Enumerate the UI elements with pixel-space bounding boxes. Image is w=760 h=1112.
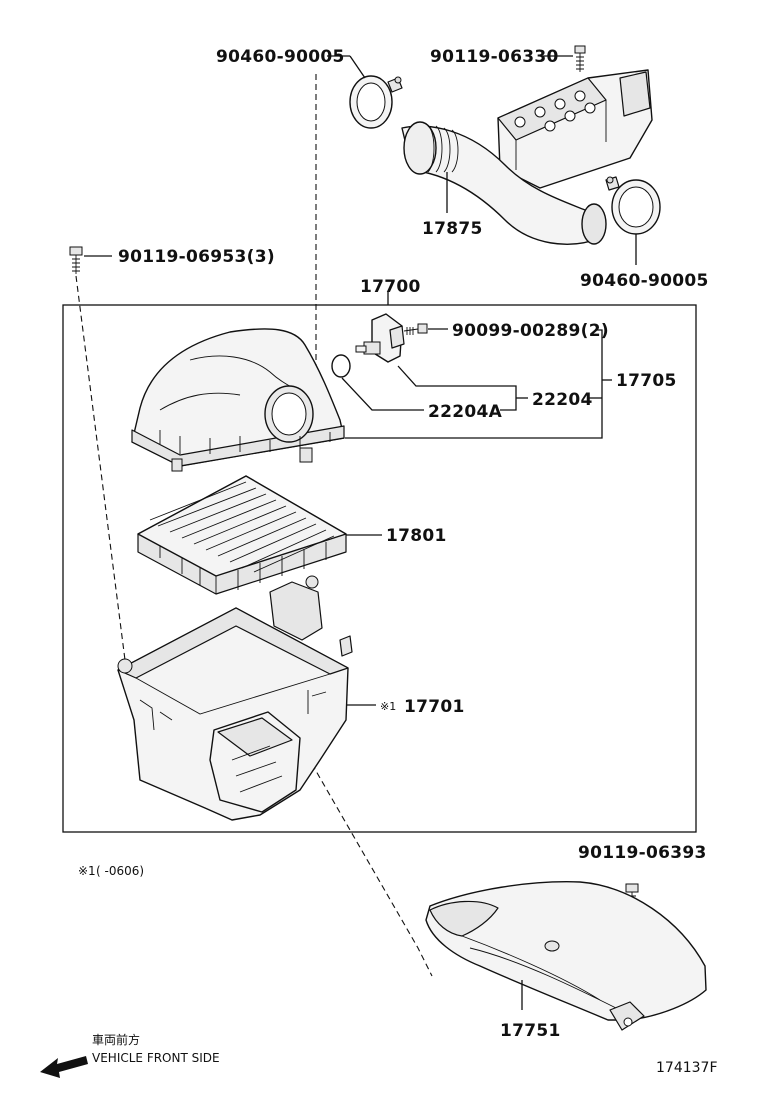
inlet-duct-illustration bbox=[425, 881, 707, 1031]
label-hose[interactable]: 17875 bbox=[422, 219, 483, 239]
label-gasket[interactable]: 22204A bbox=[428, 402, 503, 422]
label-cap-assy[interactable]: 17705 bbox=[616, 371, 677, 391]
bolt-left-illustration bbox=[69, 246, 83, 274]
footnote-mark: ※1 bbox=[78, 864, 96, 878]
group-frame bbox=[62, 304, 697, 833]
label-17700[interactable]: 17700 bbox=[360, 277, 421, 297]
direction-label-en: VEHICLE FRONT SIDE bbox=[92, 1051, 220, 1065]
label-bolt-top[interactable]: 90119-06330 bbox=[430, 47, 559, 67]
label-case[interactable]: 17701 bbox=[404, 697, 465, 717]
label-bolt-left[interactable]: 90119-06953(3) bbox=[118, 247, 275, 267]
clamp-right-illustration bbox=[605, 176, 661, 235]
bolt-top-illustration bbox=[574, 45, 586, 72]
vehicle-front-arrow-icon bbox=[40, 1056, 88, 1078]
label-case-mark[interactable]: ※1 bbox=[380, 700, 396, 713]
label-clamp-top[interactable]: 90460-90005 bbox=[216, 47, 345, 67]
sensor-illustration bbox=[355, 313, 405, 363]
cleaner-cap-illustration bbox=[131, 328, 345, 472]
label-sensor[interactable]: 22204 bbox=[532, 390, 593, 410]
filter-element-illustration bbox=[137, 475, 347, 595]
cleaner-case-illustration bbox=[117, 575, 353, 821]
intake-hose-illustration bbox=[401, 69, 653, 245]
label-duct[interactable]: 17751 bbox=[500, 1021, 561, 1041]
screw-sensor-illustration bbox=[403, 323, 428, 335]
label-screw-sensor[interactable]: 90099-00289(2) bbox=[452, 321, 609, 341]
direction-label-jp: 車両前方 bbox=[92, 1032, 140, 1047]
label-bolt-bottom[interactable]: 90119-06393 bbox=[578, 843, 707, 863]
diagram-id: 174137F bbox=[656, 1060, 718, 1076]
footnote-text: ( -0606) bbox=[96, 864, 144, 878]
clamp-top-illustration bbox=[349, 75, 403, 129]
gasket-illustration bbox=[331, 354, 351, 378]
label-filter[interactable]: 17801 bbox=[386, 526, 447, 546]
label-clamp-right[interactable]: 90460-90005 bbox=[580, 271, 709, 291]
